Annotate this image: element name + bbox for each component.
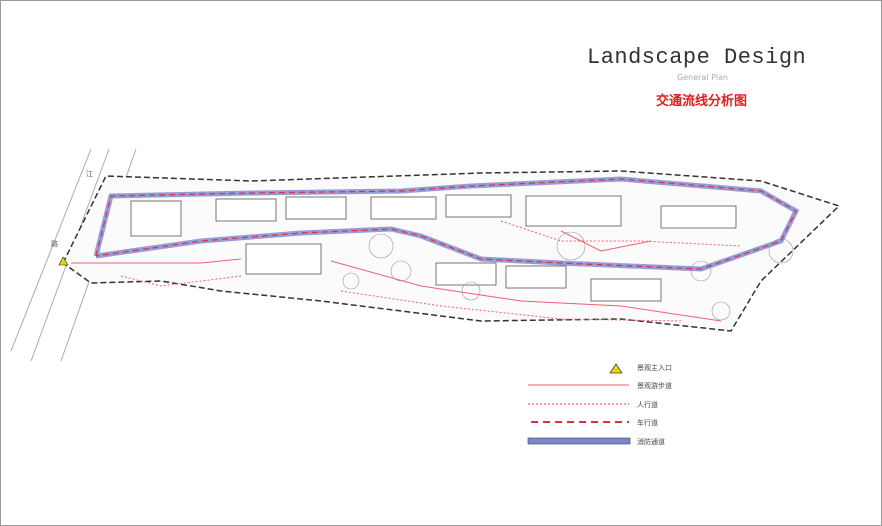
legend (527, 363, 631, 445)
sheet-subtitle: General Plan (677, 73, 729, 82)
legend-label-entrance: 景观主入口 (637, 364, 672, 372)
analysis-title: 交通流线分析图 (656, 94, 748, 109)
sheet-title: Landscape Design (587, 45, 807, 70)
legend-label-sidewalk: 人行道 (637, 401, 658, 409)
legend-label-trail: 景观游步道 (637, 382, 672, 390)
sidewalk (120, 220, 742, 322)
legend-fire-lane-band (527, 437, 631, 445)
landscape-trail (71, 230, 722, 322)
vegetation (342, 231, 794, 321)
legend-entrance-icon (609, 363, 623, 374)
buildings (130, 194, 737, 302)
road-label: 路 (51, 240, 58, 248)
legend-label-road: 车行道 (637, 419, 658, 427)
vehicle-road (95, 178, 797, 270)
main-entrance-marker (58, 256, 69, 266)
road-label: 江 (86, 170, 93, 178)
legend-label-fire-lane: 消防通道 (637, 438, 665, 446)
